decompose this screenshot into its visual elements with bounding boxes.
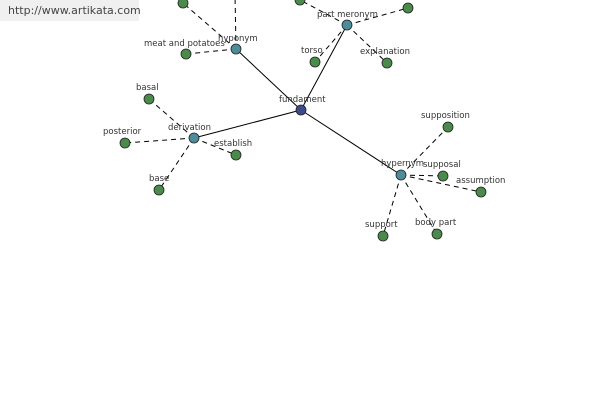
label-base: base — [149, 174, 169, 184]
edge-hypernym-to-support — [382, 174, 402, 237]
label-hyponym: hyponym — [218, 34, 258, 44]
edge-derivation-to-base — [158, 137, 195, 191]
label-assumption: assumption — [456, 176, 505, 186]
edge-hypernym-to-supposal — [400, 174, 444, 177]
node-torso[interactable] — [309, 56, 321, 68]
nodes-layer — [119, 0, 487, 242]
label-derivation: derivation — [168, 123, 211, 133]
edge-part-meronym-to-torso — [314, 24, 348, 63]
label-support: support — [365, 220, 398, 230]
edges-layer — [124, 0, 482, 237]
edge-derivation-to-posterior — [124, 137, 195, 144]
label-meat-and-potatoes: meat and potatoes — [144, 39, 225, 49]
edge-hyponym-to-hyponym-leaf-top — [182, 2, 237, 50]
label-establish: establish — [214, 139, 252, 149]
edge-derivation-to-establish — [193, 137, 237, 156]
edge-hyponym-to-hyponym-offscreen-top — [234, 0, 237, 50]
edge-fundament-to-derivation — [193, 109, 302, 139]
node-base[interactable] — [153, 184, 165, 196]
label-hypernym: hypernym — [381, 159, 424, 169]
label-explanation: explanation — [360, 47, 410, 57]
node-hyponym-leaf-top[interactable] — [177, 0, 189, 9]
node-meat-and-potatoes[interactable] — [180, 48, 192, 60]
node-support[interactable] — [377, 230, 389, 242]
edge-hypernym-to-supposition — [400, 126, 449, 176]
node-hypernym[interactable] — [395, 169, 407, 181]
edge-hypernym-to-assumption — [400, 174, 482, 193]
label-posterior: posterior — [103, 127, 142, 137]
label-torso: torso — [301, 46, 323, 56]
node-meronym-leaf-top-right[interactable] — [402, 2, 414, 14]
edge-part-meronym-to-explanation — [346, 24, 388, 64]
node-derivation[interactable] — [188, 132, 200, 144]
node-meronym-leaf-top-left[interactable] — [294, 0, 306, 6]
edge-part-meronym-to-meronym-leaf-top-right — [346, 7, 409, 26]
labels-layer: fundament hyponym part meronym derivation hy… — [103, 10, 505, 230]
node-explanation[interactable] — [381, 57, 393, 69]
node-fundament[interactable] — [295, 104, 307, 116]
label-basal: basal — [136, 83, 159, 93]
label-fundament: fundament — [279, 95, 326, 105]
edge-fundament-to-hypernym — [300, 109, 402, 176]
label-supposition: supposition — [421, 111, 470, 121]
label-part-meronym: part meronym — [317, 10, 378, 20]
edge-fundament-to-hyponym — [235, 48, 302, 111]
edge-hypernym-to-body-part — [400, 174, 438, 235]
label-supposal: supposal — [423, 160, 461, 170]
node-part-meronym[interactable] — [341, 19, 353, 31]
node-hyponym[interactable] — [230, 43, 242, 55]
node-basal[interactable] — [143, 93, 155, 105]
node-posterior[interactable] — [119, 137, 131, 149]
node-assumption[interactable] — [475, 186, 487, 198]
node-establish[interactable] — [230, 149, 242, 161]
watermark-url: http://www.artikata.com — [0, 0, 141, 21]
edge-fundament-to-part-meronym — [300, 24, 348, 111]
edge-derivation-to-basal — [148, 98, 195, 139]
node-supposition[interactable] — [442, 121, 454, 133]
label-body-part: body part — [415, 218, 457, 228]
node-supposal[interactable] — [437, 170, 449, 182]
edge-hyponym-to-meat-and-potatoes — [185, 48, 237, 55]
node-body-part[interactable] — [431, 228, 443, 240]
